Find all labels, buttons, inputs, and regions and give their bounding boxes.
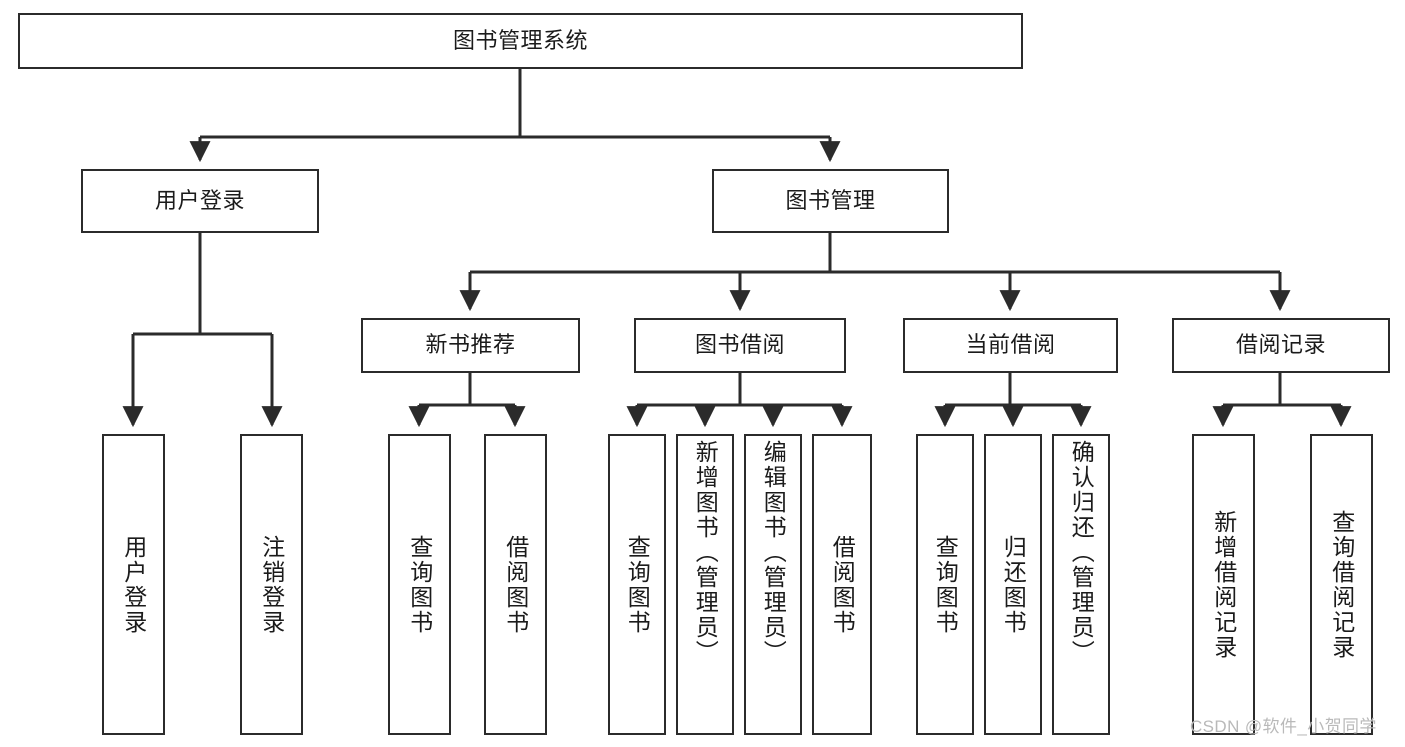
node-leaf-return-book-label: 归还图书 <box>1000 534 1027 635</box>
node-leaf-edit-book-label: 编辑图书（管理员） <box>760 440 787 665</box>
node-current-borrow[interactable]: 当前借阅 <box>903 318 1118 373</box>
node-leaf-query-book-2-label: 查询图书 <box>624 534 651 635</box>
node-user-login-label: 用户登录 <box>154 187 245 213</box>
node-leaf-borrow-book-2[interactable]: 借阅图书 <box>812 434 872 735</box>
node-book-borrow[interactable]: 图书借阅 <box>634 318 846 373</box>
node-leaf-query-book-3-label: 查询图书 <box>932 534 959 635</box>
node-leaf-user-login-label: 用户登录 <box>120 534 147 635</box>
node-leaf-add-borrow-record[interactable]: 新增借阅记录 <box>1192 434 1255 735</box>
node-leaf-borrow-book-2-label: 借阅图书 <box>829 534 856 635</box>
node-borrow-record[interactable]: 借阅记录 <box>1172 318 1390 373</box>
node-new-book-recommend[interactable]: 新书推荐 <box>361 318 580 373</box>
node-user-login[interactable]: 用户登录 <box>81 169 319 233</box>
node-current-borrow-label: 当前借阅 <box>965 332 1056 358</box>
node-leaf-add-book[interactable]: 新增图书（管理员） <box>676 434 734 735</box>
node-root[interactable]: 图书管理系统 <box>18 13 1023 69</box>
node-leaf-user-logout-label: 注销登录 <box>258 534 285 635</box>
node-leaf-borrow-book-1-label: 借阅图书 <box>502 534 529 635</box>
node-leaf-query-borrow-record[interactable]: 查询借阅记录 <box>1310 434 1373 735</box>
node-leaf-query-borrow-record-label: 查询借阅记录 <box>1328 509 1355 660</box>
node-leaf-borrow-book-1[interactable]: 借阅图书 <box>484 434 547 735</box>
node-leaf-query-book-1-label: 查询图书 <box>406 534 433 635</box>
node-leaf-user-login[interactable]: 用户登录 <box>102 434 165 735</box>
node-leaf-query-book-2[interactable]: 查询图书 <box>608 434 666 735</box>
node-new-book-recommend-label: 新书推荐 <box>425 332 516 358</box>
node-borrow-record-label: 借阅记录 <box>1235 332 1326 358</box>
node-leaf-query-book-3[interactable]: 查询图书 <box>916 434 974 735</box>
node-leaf-return-book[interactable]: 归还图书 <box>984 434 1042 735</box>
node-book-borrow-label: 图书借阅 <box>694 332 785 358</box>
node-leaf-add-borrow-record-label: 新增借阅记录 <box>1210 509 1237 660</box>
node-leaf-user-logout[interactable]: 注销登录 <box>240 434 303 735</box>
node-root-label: 图书管理系统 <box>452 27 588 53</box>
node-leaf-edit-book[interactable]: 编辑图书（管理员） <box>744 434 802 735</box>
csdn-watermark: CSDN @软件_小贺同学 <box>1190 717 1377 736</box>
node-leaf-confirm-return[interactable]: 确认归还（管理员） <box>1052 434 1110 735</box>
node-leaf-confirm-return-label: 确认归还（管理员） <box>1068 440 1095 665</box>
node-leaf-add-book-label: 新增图书（管理员） <box>692 440 719 665</box>
node-leaf-query-book-1[interactable]: 查询图书 <box>388 434 451 735</box>
node-book-manage[interactable]: 图书管理 <box>712 169 949 233</box>
node-book-manage-label: 图书管理 <box>785 187 876 213</box>
